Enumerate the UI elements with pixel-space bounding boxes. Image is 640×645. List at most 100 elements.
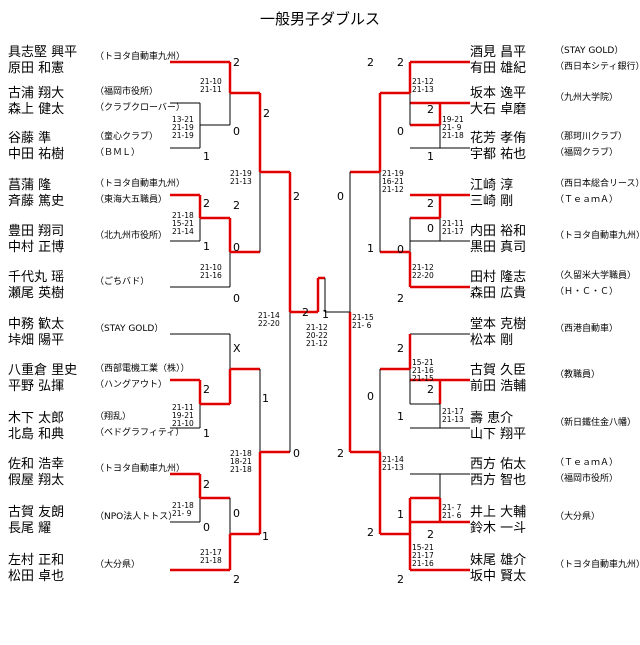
- left-affiliation: （ごちバド）: [95, 277, 150, 287]
- game-scores: 21-12: [412, 77, 434, 86]
- score-bottom: 0: [293, 447, 300, 460]
- left-affiliation-1: （翔乱）: [95, 412, 132, 422]
- game-scores: 21-13: [412, 85, 434, 94]
- right-affiliation: （新日鐵住金八幡）: [555, 418, 637, 428]
- right-player-2: 鈴木 一斗: [470, 521, 527, 536]
- right-affiliation-1: （那珂川クラブ）: [555, 132, 628, 142]
- right-player-1: 西方 佑太: [470, 457, 527, 472]
- game-scores: 21- 9: [172, 509, 192, 518]
- left-player-2: 中田 祐樹: [8, 147, 65, 162]
- game-scores: 22-20: [258, 319, 280, 328]
- left-player-2: 垰畑 陽平: [8, 333, 65, 348]
- left-affiliation-1: （西部電機工業（株））: [95, 364, 190, 374]
- score-bottom: 2: [337, 447, 344, 460]
- game-scores: 16-21: [382, 177, 404, 186]
- left-player-2: 假屋 翔太: [8, 473, 65, 488]
- game-scores: 21-10: [200, 263, 222, 272]
- game-scores: 21-18: [230, 449, 252, 458]
- game-scores: 21-11: [200, 85, 222, 94]
- score-top: 0: [397, 243, 404, 256]
- right-player-1: 江崎 淳: [470, 178, 514, 193]
- game-scores: 21-18: [442, 131, 464, 140]
- game-scores: 21-17: [442, 227, 464, 236]
- left-affiliation-2: （ハングアウト）: [95, 380, 168, 390]
- game-scores: 21-18: [172, 501, 194, 510]
- score-bottom: 0: [233, 507, 240, 520]
- right-player-2: 松本 剛: [470, 333, 514, 348]
- right-player-1: 花芳 孝侑: [470, 131, 527, 146]
- right-affiliation-2: （福岡クラブ）: [555, 148, 619, 158]
- left-affiliation-2: （ＢＭＬ）: [95, 148, 141, 158]
- score-bottom: 0: [427, 222, 434, 235]
- game-scores: 21-18: [200, 556, 222, 565]
- right-affiliation-1: （STAY GOLD）: [555, 46, 624, 56]
- score-bottom: 2: [397, 292, 404, 305]
- left-affiliation: （NPO法人トトス）: [95, 512, 178, 522]
- score-top: 2: [233, 199, 240, 212]
- right-affiliation: （大分県）: [555, 512, 601, 522]
- game-scores: 18-21: [230, 457, 252, 466]
- game-scores: 15-21: [412, 543, 434, 552]
- right-player-2: 有田 雄紀: [470, 61, 527, 76]
- game-scores: 19-21: [172, 411, 194, 420]
- right-affiliation-2: （Ｈ・Ｃ・Ｃ）: [555, 287, 619, 297]
- game-scores: 21-14: [258, 311, 280, 320]
- left-affiliation: （北九州市役所）: [95, 231, 168, 241]
- game-scores: 21-16: [412, 559, 434, 568]
- right-player-1: 坂本 逸平: [470, 86, 527, 101]
- left-player-2: 中村 正博: [8, 240, 65, 255]
- score-top: 1: [397, 508, 404, 521]
- game-scores: 21-19: [382, 169, 404, 178]
- score-top: 2: [203, 478, 210, 491]
- score-bottom: 1: [262, 392, 269, 405]
- game-scores: 21-13: [382, 463, 404, 472]
- game-scores: 21-19: [230, 169, 252, 178]
- score-bottom: 0: [233, 241, 240, 254]
- left-affiliation-1: （童心クラブ）: [95, 132, 159, 142]
- right-affiliation-2: （ＴｅａｍＡ）: [555, 195, 619, 205]
- left-affiliation-2: （クラブクローバー）: [95, 103, 185, 113]
- score-bottom: 0: [367, 390, 374, 403]
- right-affiliation: （トヨタ自動車九州）: [555, 231, 640, 241]
- left-affiliation-1: （福岡市役所）: [95, 87, 159, 97]
- score-top: 2: [397, 56, 404, 69]
- right-affiliation: （西港自動車）: [555, 324, 619, 334]
- score-top: 2: [203, 197, 210, 210]
- right-player-2: 西方 智也: [470, 473, 527, 488]
- right-affiliation: （トヨタ自動車九州）: [555, 560, 640, 570]
- right-affiliation-1: （久留米大学職員）: [555, 271, 637, 281]
- right-affiliation-1: （ＴｅａｍＡ）: [555, 458, 619, 468]
- left-player-2: 斉藤 篤史: [8, 194, 65, 209]
- page-title: 一般男子ダブルス: [259, 10, 380, 28]
- score-bottom: 1: [397, 410, 404, 423]
- right-player-2: 宇都 祐也: [470, 147, 527, 162]
- score-top: 2: [367, 56, 374, 69]
- right-affiliation-1: （西日本総合リース）: [555, 179, 640, 189]
- score-bottom: 2: [367, 526, 374, 539]
- left-player-2: 森上 健太: [8, 102, 65, 117]
- score-top: 2: [302, 306, 309, 319]
- game-scores: 21-10: [172, 419, 194, 428]
- score-top: 2: [427, 103, 434, 116]
- right-player-1: 井上 大輔: [470, 505, 527, 520]
- right-player-1: 田村 隆志: [470, 270, 527, 285]
- game-scores: 19-21: [442, 115, 464, 124]
- score-top: 2: [203, 383, 210, 396]
- game-scores: 21-17: [200, 548, 222, 557]
- left-player-1: 佐和 浩幸: [8, 457, 65, 472]
- left-player-1: 古賀 友朗: [8, 505, 65, 520]
- left-player-1: 左村 正和: [8, 553, 65, 568]
- score-top: 2: [263, 107, 270, 120]
- score-bottom: 1: [367, 242, 374, 255]
- left-affiliation: （トヨタ自動車九州）: [95, 464, 186, 474]
- final-score: 1: [322, 308, 329, 321]
- game-scores: 21- 7: [442, 503, 462, 512]
- score-top: 2: [427, 197, 434, 210]
- game-scores: 21- 6: [442, 511, 462, 520]
- game-scores: 21-14: [172, 227, 194, 236]
- score-bottom: 1: [203, 150, 210, 163]
- right-affiliation-2: （福岡市役所）: [555, 474, 619, 484]
- score-bottom: 0: [233, 292, 240, 305]
- game-scores: 21-12: [412, 263, 434, 272]
- game-scores: 21-14: [382, 455, 404, 464]
